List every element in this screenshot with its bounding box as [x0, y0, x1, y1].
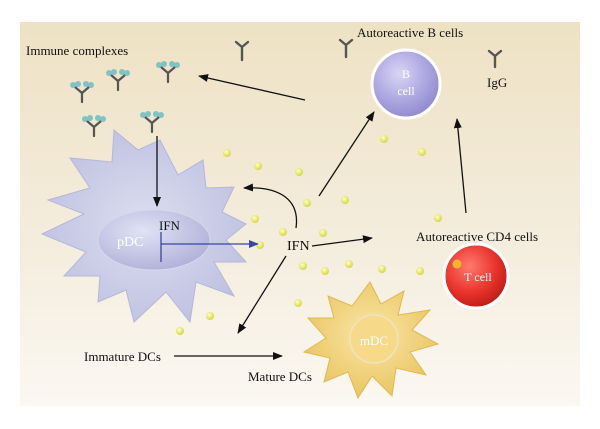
immune-complexes-cluster [70, 61, 180, 138]
pdc-nucleus [97, 209, 211, 271]
free-igg-antibodies [234, 38, 503, 69]
ifn-dots [176, 135, 442, 335]
ifn-label: IFN [287, 239, 310, 254]
t-cell: T cell [442, 242, 510, 310]
pdc-cell: IFN pDC [40, 128, 248, 324]
mature-dcs-label: Mature DCs [248, 369, 312, 384]
b-cell-label-line2: cell [397, 84, 415, 98]
arrow-ifn-to-b-cell [318, 111, 375, 197]
immune-complex-icon [156, 61, 180, 84]
arrows [153, 74, 467, 360]
arrow-ifn-feedback-to-pdc [243, 183, 298, 229]
autoreactive-b-cells-label: Autoreactive B cells [357, 25, 463, 40]
immune-complex-icon [106, 69, 130, 92]
b-cell: B cell [370, 48, 442, 120]
pdc-label: pDC [117, 235, 143, 250]
t-cell-receptor-dot [452, 259, 462, 269]
arrow-cd4-to-b-cell [453, 118, 467, 214]
immune-complex-icon [140, 111, 164, 134]
immune-complexes-label: Immune complexes [26, 43, 128, 58]
arrow-pdc-ifn-secretion [160, 232, 258, 262]
immature-dcs-label: Immature DCs [84, 349, 161, 364]
mdc-label: mDC [360, 333, 388, 348]
igg-label: IgG [487, 75, 507, 90]
t-cell-label: T cell [464, 270, 492, 284]
immune-complex-icon [82, 115, 106, 138]
arrow-ifn-to-cd4 [311, 235, 373, 247]
mdc-cell: mDC [302, 281, 440, 400]
pdc-ifn-label: IFN [159, 218, 181, 233]
immune-complex-icon [70, 81, 94, 104]
autoreactive-cd4-cells-label: Autoreactive CD4 cells [416, 229, 538, 244]
b-cell-label-line1: B [402, 67, 410, 81]
arrow-ifn-to-immature-dcs [237, 255, 287, 334]
arrow-b-cell-to-immune-complexes [198, 74, 306, 101]
